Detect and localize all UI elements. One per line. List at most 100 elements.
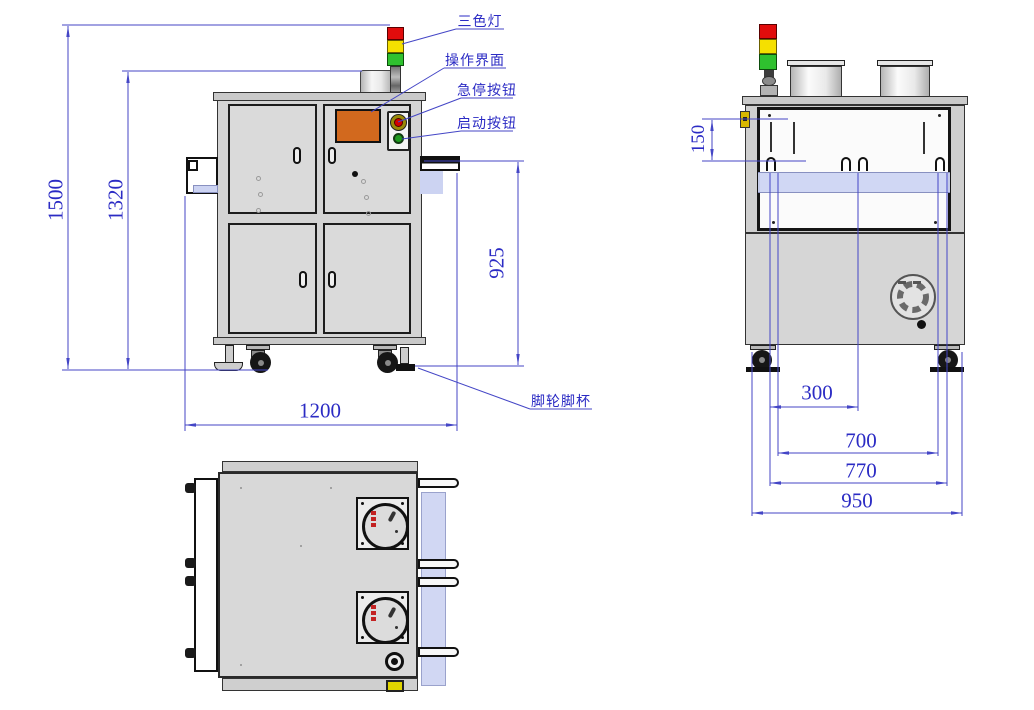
frame-slot (923, 122, 925, 154)
guide-rod (418, 478, 459, 488)
side-tower-yellow (759, 39, 777, 54)
red-warning-marks (371, 517, 376, 521)
wheel-hub (759, 357, 765, 363)
screw-dot (258, 192, 263, 197)
caster-left-plate (246, 345, 270, 350)
bolt-dot (361, 596, 364, 599)
sensor-dot (352, 171, 358, 177)
screw-dot (256, 208, 261, 213)
leader-tower-light (401, 28, 504, 45)
front-base-cap (213, 337, 426, 345)
screw-dot (364, 195, 369, 200)
screw-dot (240, 487, 242, 489)
screw-dot (300, 545, 302, 547)
side-caster-right-wheel (938, 350, 958, 370)
connector-pin (391, 658, 398, 665)
red-warning-marks (371, 523, 376, 527)
dim-label-770: 770 (845, 458, 877, 483)
tower-light-red (387, 27, 404, 40)
caster-left-wheel (250, 352, 271, 373)
guide-rod (418, 647, 459, 657)
wheel-hub (257, 359, 264, 366)
rail-bracket (858, 157, 868, 171)
estop-button-cap (394, 118, 403, 127)
screw-dot (772, 221, 775, 224)
power-socket-dot (917, 320, 926, 329)
flange-pin (395, 530, 398, 533)
dim-label-925: 925 (484, 247, 509, 279)
duct-flange-1 (356, 497, 409, 550)
dim-label-950: 950 (841, 488, 873, 513)
dim-label-150: 150 (688, 124, 709, 154)
estop-button (390, 114, 407, 131)
side-caster-left-pad (746, 367, 780, 372)
side-caster-right-pad (930, 367, 964, 372)
screw-dot (361, 179, 366, 184)
side-duct-1-rim (787, 60, 845, 66)
guide-rod (418, 577, 459, 587)
frame-stud (185, 483, 196, 493)
duct-opening (362, 597, 409, 644)
wheel-hub (384, 359, 391, 366)
dim-label-700: 700 (845, 428, 877, 453)
top-cap-lower (222, 678, 418, 691)
frame-stud (185, 558, 196, 568)
dim-label-1500: 1500 (43, 179, 68, 221)
side-caster-left-wheel (752, 350, 772, 370)
side-tower-red (759, 24, 777, 39)
yellow-connector (386, 680, 404, 692)
tower-light-mount (390, 66, 401, 93)
red-warning-marks (371, 617, 376, 621)
screw-dot (768, 114, 771, 117)
door-handle (299, 271, 307, 288)
side-duct-2-rim (877, 60, 933, 66)
rail-bracket (841, 157, 851, 171)
tower-light-green (387, 53, 404, 66)
top-left-frame (194, 478, 218, 672)
front-door-upper-left (228, 104, 317, 214)
side-duct-2 (880, 66, 930, 97)
guide-rod (418, 559, 459, 569)
screw-dot (330, 487, 332, 489)
side-air-fitting (740, 111, 750, 128)
wheel-hub (945, 357, 951, 363)
bolt-dot (401, 542, 404, 545)
screw-dot (934, 221, 937, 224)
round-connector (385, 652, 404, 671)
side-opening-frame (757, 107, 951, 231)
caster-right-wheel (377, 352, 398, 373)
fan-vent (890, 274, 936, 320)
right-conveyor-stub (420, 156, 460, 171)
label-start-button: 启动按钮 (457, 116, 517, 132)
leveling-foot-left-base (214, 362, 243, 371)
bolt-dot (401, 596, 404, 599)
left-stub-block (188, 160, 198, 171)
bolt-dot (401, 636, 404, 639)
door-handle (328, 271, 336, 288)
side-tower-green (759, 54, 777, 70)
side-conveyor-band (758, 172, 950, 193)
frame-slot (793, 122, 795, 154)
frame-stud (185, 648, 196, 658)
front-roof-duct (360, 70, 393, 93)
door-handle (293, 147, 301, 164)
front-door-lower-right (323, 223, 411, 334)
frame-slot (770, 122, 772, 152)
screw-dot (240, 664, 242, 666)
door-handle (328, 147, 336, 164)
right-stub-rail (420, 171, 443, 194)
bolt-dot (401, 502, 404, 505)
leveling-foot-right-stem (400, 347, 409, 364)
side-top-cap (742, 96, 968, 105)
rail-bracket (766, 157, 776, 171)
start-button (393, 133, 404, 144)
tower-light-yellow (387, 40, 404, 53)
side-tower-stem (764, 70, 774, 78)
left-stub-rail (193, 185, 218, 193)
hmi-screen (335, 109, 381, 143)
flange-pin (395, 626, 398, 629)
label-hmi-screen: 操作界面 (445, 53, 505, 69)
screw-dot (366, 211, 371, 216)
frame-stud (185, 576, 196, 586)
